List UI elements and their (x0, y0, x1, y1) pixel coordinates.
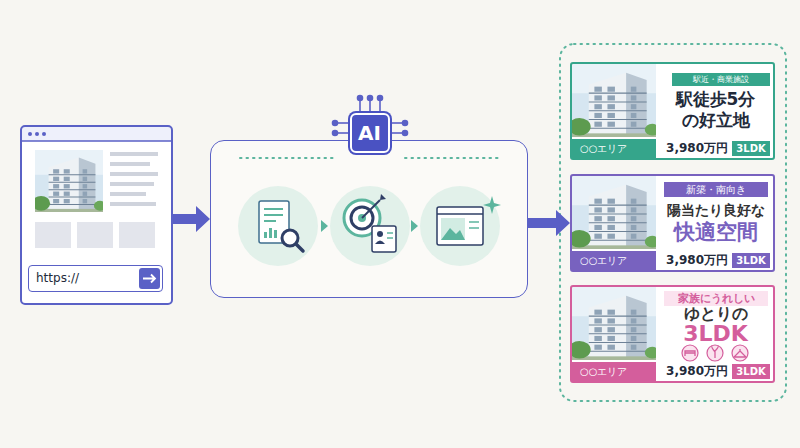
ad-banner: 新築・南向き陽当たり良好な快適空間○○エリア 3,980万円 3LDK (570, 174, 775, 272)
browser-illustration (20, 125, 173, 305)
flow-arrow (528, 210, 570, 236)
area-label: ○○エリア (572, 362, 656, 381)
ad-banner: 家族にうれしいゆとりの3LDK○○エリア3,980万円3LDK (570, 285, 775, 383)
banner-headline: 快適空間 (658, 220, 773, 245)
layout-badge: 3LDK (732, 141, 770, 156)
banner-tag: 家族にうれしい (664, 291, 768, 306)
banner-headline: 陽当たり良好な (658, 202, 773, 219)
ai-process-illustration (210, 96, 528, 299)
price-label: 3,980万円 (666, 251, 728, 270)
area-label: ○○エリア (572, 251, 656, 270)
ai-chip: AI (350, 113, 390, 153)
layout-badge: 3LDK (732, 364, 770, 379)
area-label: ○○エリア (572, 139, 656, 158)
ad-banner: 駅近・商業施設駅徒歩5分 の好立地○○エリア 3,980万円 3LDK (570, 62, 775, 160)
banner-headline: 駅徒歩5分 の好立地 (658, 89, 773, 132)
banner-headline: ゆとりの (658, 306, 773, 323)
banner-illustrations (560, 44, 786, 401)
browser-window: https:// (20, 125, 173, 305)
layout-badge: 3LDK (732, 253, 770, 268)
banner-headline: 3LDK (658, 323, 773, 345)
url-text: https:// (28, 265, 163, 292)
price-label: 3,980万円 (666, 139, 728, 158)
banner-tag: 駅近・商業施設 (672, 73, 770, 86)
ai-panel: AI (210, 140, 528, 298)
banner-tag: 新築・南向き (664, 182, 768, 197)
flow-arrow (173, 206, 210, 232)
price-label: 3,980万円 (666, 362, 728, 381)
